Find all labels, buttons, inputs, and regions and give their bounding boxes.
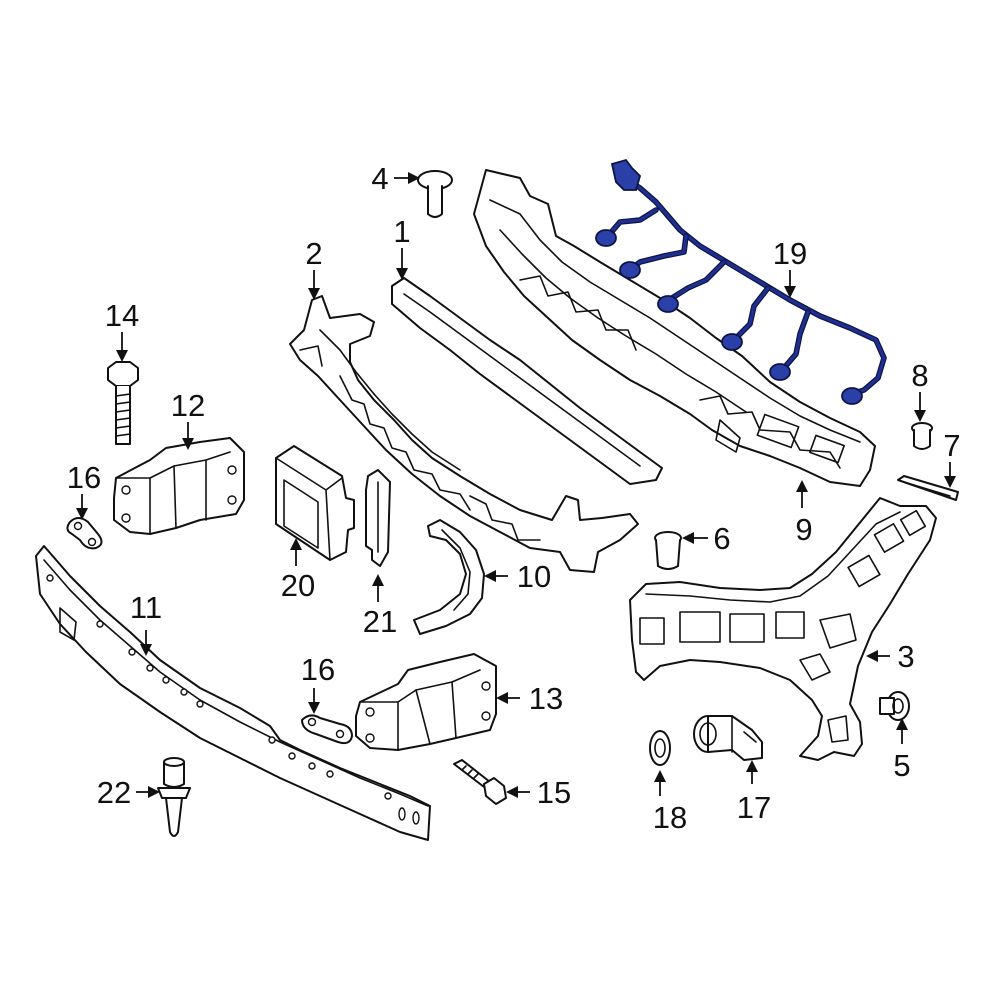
callout-numbers: 1 2 4 19 14 12 16 8 7 9 6 20 21 10 11 3 … [67,161,961,835]
part-18-ring[interactable] [649,730,671,766]
part-7-strip[interactable] [897,475,959,501]
callout-8: 8 [911,358,928,393]
part-1-reinforcement-bar[interactable] [391,277,663,485]
callout-16-right: 16 [301,652,335,687]
part-3-side-bracket[interactable] [629,497,937,761]
callout-3: 3 [897,639,914,674]
leader-lines [76,172,956,798]
part-16-plate-right[interactable] [301,714,353,745]
callout-7: 7 [943,428,960,463]
part-21-clip-bracket[interactable] [365,469,391,567]
callout-20: 20 [281,568,315,603]
part-20-control-module[interactable] [275,445,355,561]
part-5-grommet[interactable] [879,691,910,721]
part-13-bracket[interactable] [355,653,497,751]
part-6-cap[interactable] [654,531,682,570]
part-8-small-clip[interactable] [911,422,933,450]
callout-14: 14 [105,298,139,333]
callout-6: 6 [713,521,730,556]
callout-21: 21 [363,604,397,639]
callout-9: 9 [795,512,812,547]
part-19-wiring-harness[interactable] [595,158,887,405]
part-22-mounting-stud[interactable] [157,757,191,837]
part-9-energy-absorber[interactable] [473,169,876,487]
part-2-lower-absorber[interactable] [289,295,639,573]
part-12-bracket[interactable] [113,437,245,535]
callout-2: 2 [305,236,322,271]
part-4-push-clip[interactable] [417,170,453,218]
part-14-bolt[interactable] [107,361,139,445]
callout-1: 1 [393,214,410,249]
part-16-plate-left[interactable] [66,517,103,550]
callout-4: 4 [371,161,388,196]
callout-13: 13 [529,681,563,716]
callout-16-left: 16 [67,460,101,495]
callout-17: 17 [737,790,771,825]
callout-15: 15 [537,775,571,810]
callout-11: 11 [130,590,162,625]
part-10-curved-guide[interactable] [413,519,485,635]
callout-19: 19 [773,236,807,271]
part-17-parking-sensor[interactable] [693,715,763,761]
part-11-bumper-beam[interactable] [35,545,431,841]
callout-18: 18 [653,800,687,835]
callout-10: 10 [517,559,551,594]
callout-12: 12 [171,388,205,423]
callout-5: 5 [893,748,910,783]
part-15-bolt[interactable] [453,759,507,805]
callout-22: 22 [97,775,131,810]
